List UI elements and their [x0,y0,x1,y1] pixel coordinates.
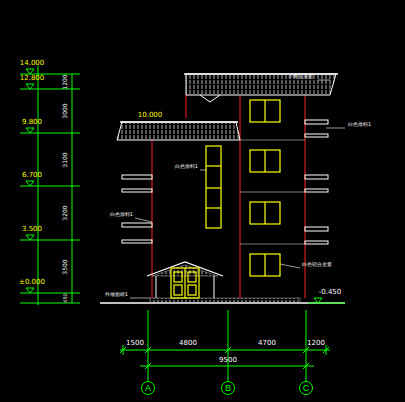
material-note: 白色铝合金窗 [302,262,332,267]
dimension-text: 3000 [62,103,68,118]
material-note: 白色涂料1 [110,212,133,217]
dimension-text: 1200 [62,74,68,89]
dimension-text: 9500 [219,357,237,364]
dimension-text: 1200 [307,340,325,347]
axis-bubble: C [299,381,313,395]
axis-letter: B [225,384,231,393]
level-mark: 9.800 [22,119,42,126]
axis-bubble: B [221,381,235,395]
level-mark: -0.450 [319,289,342,296]
dimension-text: 4700 [258,340,276,347]
axis-letter: A [145,384,151,393]
axis-letter: C [303,384,310,393]
axis-bubble: A [141,381,155,395]
dimension-text: 3500 [62,259,68,274]
dimension-text: 1500 [126,340,144,347]
material-note: 外墙面砖1 [105,292,128,297]
level-mark: 3.500 [22,226,42,233]
material-note: 白色涂料1 [175,164,198,169]
level-mark: 14.000 [20,60,45,67]
material-note: 小青瓦屋面 [288,74,313,79]
material-note: 白色涂料1 [348,122,371,127]
level-mark: 6.700 [22,172,42,179]
level-mark: 12.800 [20,75,45,82]
dimension-text: 3100 [62,152,68,167]
dimension-text: 4800 [179,340,197,347]
dimension-text: 3200 [62,205,68,220]
dimension-text: 450 [63,293,68,303]
level-mark: ±0.000 [19,279,45,286]
level-mark: 10.000 [138,112,163,119]
